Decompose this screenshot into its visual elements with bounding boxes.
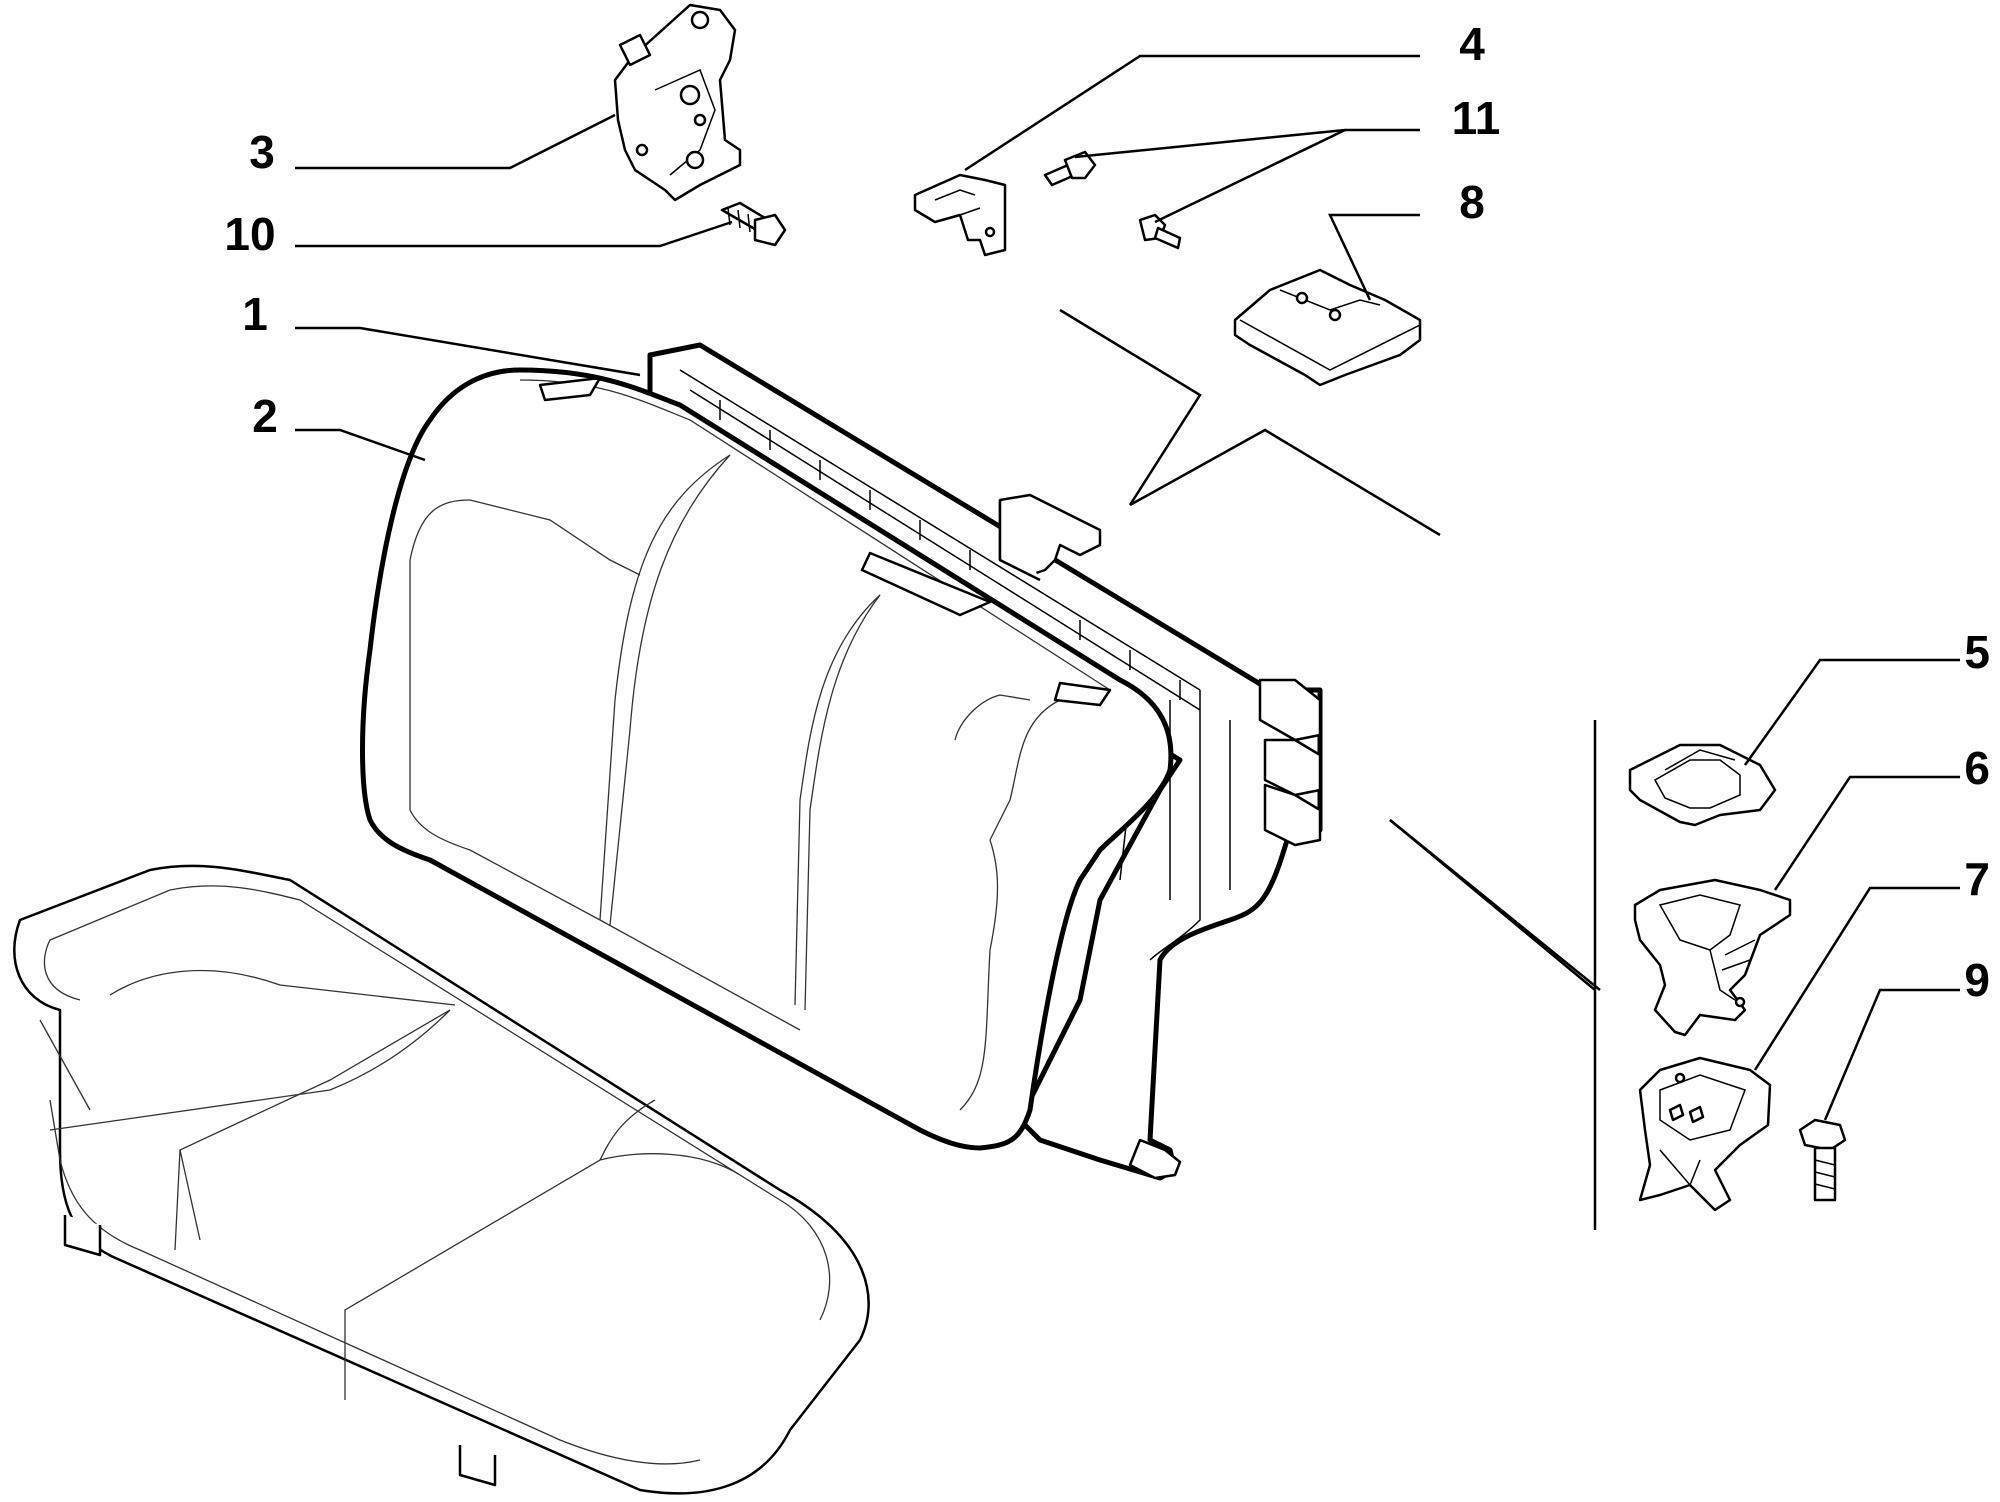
latch-striker-bracket (1638, 1056, 1772, 1212)
bolt-9 (1798, 1118, 1847, 1202)
leader-7 (1753, 886, 1960, 1071)
latch-bezel (1628, 743, 1777, 827)
callout-11: 11 (1452, 92, 1501, 144)
leader-10 (295, 220, 733, 248)
callout-5: 5 (1964, 626, 1990, 678)
leader-2 (295, 428, 426, 462)
bolt-10 (720, 201, 787, 247)
seat-back-cushion (360, 367, 1174, 1151)
callout-6: 6 (1964, 742, 1990, 794)
backrest-latch (613, 3, 742, 202)
leader-lines (295, 54, 1960, 1121)
leader-11 (1074, 128, 1420, 159)
leader-11b (1154, 128, 1346, 224)
callout-8: 8 (1459, 176, 1485, 228)
leader-1 (295, 326, 641, 377)
callout-numbers: 1 2 3 4 5 6 7 8 9 10 11 (224, 18, 1990, 1006)
leader-9 (1823, 988, 1960, 1121)
latch-bracket (913, 173, 1007, 257)
callout-10: 10 (224, 208, 275, 260)
leader-4 (964, 54, 1420, 172)
callout-9: 9 (1964, 954, 1990, 1006)
leader-8 (1328, 213, 1420, 301)
callout-2: 2 (252, 390, 278, 442)
callout-4: 4 (1459, 18, 1485, 70)
latch-housing (1633, 878, 1792, 1037)
leader-5 (1743, 658, 1960, 766)
leader-6 (1773, 775, 1960, 891)
callout-7: 7 (1964, 853, 1990, 905)
callout-3: 3 (249, 126, 275, 178)
latch-cover (1233, 268, 1422, 387)
seat-cushion (13, 864, 870, 1495)
screws-11 (1043, 150, 1182, 250)
leader-3 (295, 113, 616, 170)
callout-1: 1 (242, 288, 268, 340)
seat-back-frame (647, 342, 1323, 1181)
detail-guide-lines (1059, 308, 1601, 1230)
